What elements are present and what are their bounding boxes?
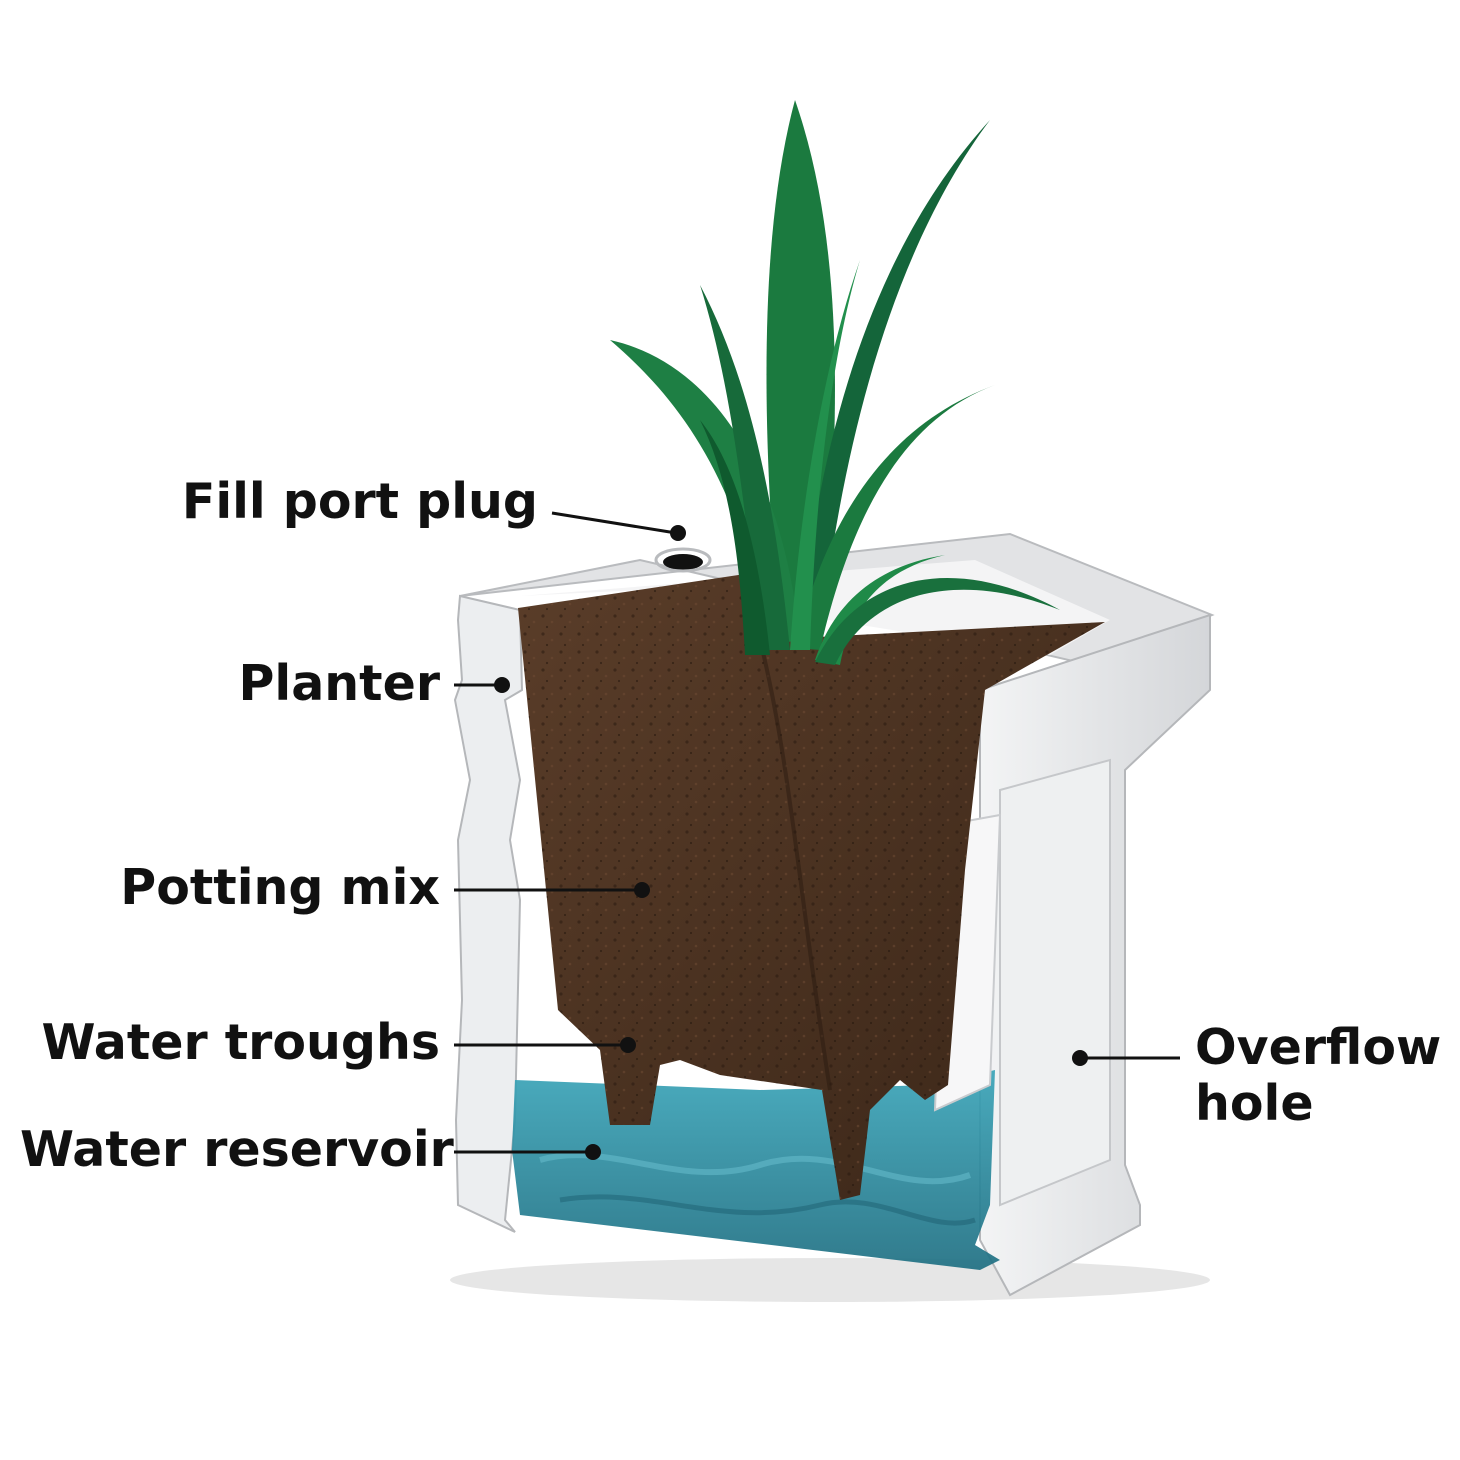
leaf <box>700 285 790 650</box>
water-ripple-2 <box>559 1194 976 1226</box>
fill-port-plug-ring <box>654 547 712 573</box>
potting-mix-dot <box>634 882 650 898</box>
label-potting-mix: Potting mix <box>120 859 440 916</box>
water-ripple <box>539 1152 972 1185</box>
label-overflow-hole-line2: hole <box>1195 1075 1314 1132</box>
planter-left-wall <box>453 594 524 1233</box>
leaf <box>815 578 1060 665</box>
fill-port-plug-leader <box>551 511 677 535</box>
potting-mix-texture <box>518 574 1105 1200</box>
label-water-troughs: Water troughs <box>41 1014 440 1071</box>
label-overflow-hole-line1: Overflow <box>1195 1019 1442 1076</box>
overflow-hole-dot <box>1072 1050 1088 1066</box>
water-reservoir-dot <box>585 1144 601 1160</box>
leaf <box>790 260 860 650</box>
label-water-reservoir: Water reservoir <box>20 1121 454 1178</box>
label-fill-port-plug: Fill port plug <box>181 473 538 530</box>
fill-port-plug-dot <box>670 525 686 541</box>
floor-shadow <box>450 1258 1210 1302</box>
water-reservoir-shape <box>512 1070 1000 1270</box>
label-planter: Planter <box>238 655 440 712</box>
leaf <box>700 420 770 655</box>
plant-illustration <box>610 100 1060 665</box>
planter-right-panel <box>999 758 1111 1207</box>
fill-port-plug-shape <box>663 554 703 570</box>
water-troughs-dot <box>620 1037 636 1053</box>
leaf <box>795 385 995 650</box>
callout-lines <box>454 511 1180 1160</box>
planter-dot <box>494 677 510 693</box>
soil-corner-edge <box>758 639 832 1091</box>
